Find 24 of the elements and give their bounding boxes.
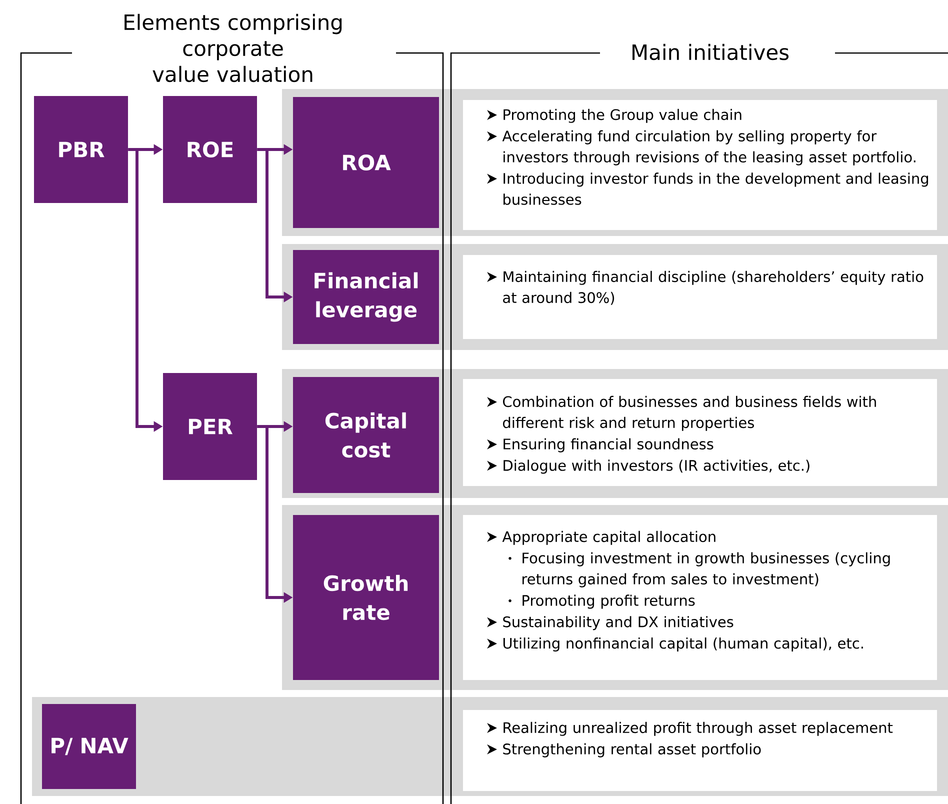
panel-heading: Elements comprising corporate value valuation [124, 14, 342, 82]
bullet-item: Strengthening rental asset portfolio [487, 743, 761, 758]
panel-heading: Main initiatives [632, 44, 789, 60]
bullet-item: Utilizing nonfinancial capital (human capital), etc. [487, 637, 863, 652]
bullet-item: Introducing investor funds in the development and leasing businesses [487, 172, 928, 205]
metric-box: ROA [293, 97, 439, 228]
metric-box: ROE [163, 96, 257, 203]
metric-box: PBR [34, 96, 128, 203]
bullet-item: Combination of businesses and business fields with different risk and return properties [487, 396, 876, 431]
bullet-item: Sustainability and DX initiatives [487, 616, 734, 630]
bullet-item: Promoting profit returns [508, 594, 695, 609]
bullet-item: Maintaining financial discipline (shareholders’ equity ratio at around 30%) [487, 270, 924, 305]
metric-box: P/ NAV [42, 704, 136, 789]
metric-box: Financial leverage [293, 250, 439, 344]
metric-box: Capital cost [293, 377, 439, 493]
bullet-item: Dialogue with investors (IR activities, etc.) [487, 460, 810, 474]
bullet-item: Ensuring financial soundness [487, 438, 714, 452]
metric-box: Growth rate [293, 515, 439, 680]
bullet-item: Promoting the Group value chain [487, 108, 742, 123]
bullet-item: Focusing investment in growth businesses (cycling returns gained from sales to investment) [508, 552, 890, 588]
bullet-item: Realizing unrealized profit through asset replacement [487, 722, 893, 736]
bullet-item: Appropriate capital allocation [487, 530, 716, 545]
bullet-item: Accelerating fund circulation by selling property for investors through revisions of the leasing asset portfolio. [487, 130, 916, 166]
metric-box: PER [163, 373, 257, 480]
